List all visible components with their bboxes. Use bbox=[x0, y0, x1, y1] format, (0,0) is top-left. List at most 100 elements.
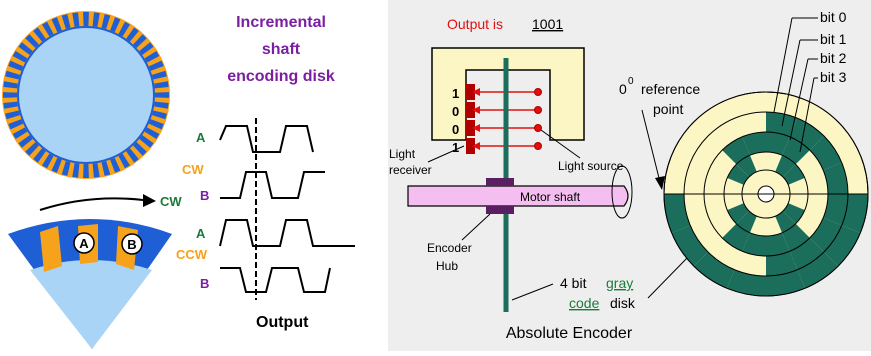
disk-slot bbox=[110, 17, 121, 33]
disk-slot bbox=[154, 92, 169, 98]
reference-arrowhead bbox=[655, 176, 665, 190]
light-source-label: Light source bbox=[558, 159, 624, 173]
title-line-3: encoding disk bbox=[227, 68, 335, 85]
gray-sector bbox=[766, 112, 798, 137]
disk-slot bbox=[126, 148, 139, 163]
disk-caption-prefix: 4 bit bbox=[560, 275, 587, 291]
reference-sup: 0 bbox=[628, 76, 634, 87]
disk-slot bbox=[139, 42, 154, 55]
receiver-cells bbox=[466, 84, 475, 154]
output-value: 1001 bbox=[532, 16, 563, 32]
encoder-hub-line-2: Hub bbox=[436, 259, 458, 273]
cw-arrow-head bbox=[143, 194, 156, 207]
waveforms bbox=[219, 118, 355, 300]
disk-slots bbox=[3, 12, 169, 178]
sensor-b bbox=[121, 233, 143, 255]
gray-sector bbox=[727, 203, 750, 224]
disk-slot bbox=[148, 60, 164, 71]
disk-slot bbox=[5, 110, 21, 120]
title-line-2: shaft bbox=[262, 41, 301, 58]
receiver-cell-4 bbox=[466, 138, 475, 154]
disk-slot bbox=[133, 142, 147, 156]
reference-point: 0 0 reference point bbox=[619, 76, 700, 190]
disk-slot bbox=[133, 34, 147, 48]
receiver-cell-1 bbox=[466, 84, 475, 100]
gray-sector bbox=[766, 269, 806, 296]
gray-sector bbox=[775, 155, 796, 178]
sensor-a-label: A bbox=[79, 236, 89, 251]
light-sources bbox=[534, 88, 542, 150]
disk-slot bbox=[51, 17, 62, 33]
gray-sector bbox=[823, 162, 848, 194]
sensor-a bbox=[73, 232, 95, 254]
disk-slot bbox=[33, 148, 46, 163]
wave-label-b-cw: B bbox=[200, 188, 209, 203]
receiver-bits: 1 0 0 1 bbox=[452, 86, 459, 155]
motor-shaft: Motor shaft bbox=[407, 165, 633, 219]
disk-slot bbox=[101, 160, 111, 176]
receiver-cell-3 bbox=[466, 120, 475, 136]
rotation-indicator bbox=[611, 165, 633, 219]
bit-label-3: bit 3 bbox=[820, 69, 847, 85]
disk-sector: A B bbox=[8, 219, 172, 349]
gray-sector bbox=[722, 136, 750, 165]
incremental-title: Incremental shaft encoding disk bbox=[227, 14, 335, 85]
disk-hub bbox=[17, 26, 155, 164]
gray-sector bbox=[742, 131, 766, 156]
disk-slot bbox=[92, 12, 100, 27]
gray-sector bbox=[726, 269, 766, 296]
gray-sector bbox=[736, 155, 757, 178]
light-source-4 bbox=[534, 142, 542, 150]
bit-readout-2: 0 bbox=[452, 104, 459, 119]
light-receiver-leader bbox=[427, 145, 465, 163]
light-source-3 bbox=[534, 124, 542, 132]
gray-sector bbox=[766, 131, 790, 156]
disk-slot bbox=[42, 153, 54, 169]
disk-slot bbox=[154, 101, 169, 109]
output-prefix: Output is bbox=[447, 16, 503, 32]
disk-slot bbox=[118, 21, 130, 37]
gray-sector bbox=[789, 237, 824, 270]
bit-label-1: bit 1 bbox=[820, 31, 847, 47]
gray-sector bbox=[775, 210, 796, 233]
gray-sector bbox=[782, 203, 805, 224]
reference-text-1: reference bbox=[641, 81, 700, 97]
disk-slot bbox=[126, 27, 139, 42]
sensor-b-label: B bbox=[127, 237, 136, 252]
wave-label-a-ccw: A bbox=[196, 226, 206, 241]
cw-arrow-label: CW bbox=[160, 194, 182, 209]
bit-label-2: bit 2 bbox=[820, 50, 847, 66]
gray-sector bbox=[809, 217, 842, 252]
disk-caption: 4 bit gray code disk bbox=[511, 254, 691, 311]
disk-slot bbox=[42, 21, 54, 37]
cw-arrow-line bbox=[39, 197, 144, 211]
gray-sector bbox=[782, 223, 810, 252]
disk-slot bbox=[144, 127, 160, 139]
output-readout: Output is 1001 bbox=[447, 16, 563, 32]
wave-label-ccw: CCW bbox=[176, 247, 208, 262]
light-receiver-line-2: receiver bbox=[389, 163, 432, 177]
disk-slot bbox=[8, 119, 24, 130]
disk-slot bbox=[118, 153, 130, 169]
light-source-1 bbox=[534, 88, 542, 96]
bit-leaders bbox=[773, 17, 818, 153]
disk-caption-suffix: disk bbox=[610, 295, 636, 311]
gray-sector bbox=[671, 225, 709, 267]
disk-slot bbox=[25, 142, 39, 156]
wave-labels: A CW B A CCW B bbox=[176, 130, 209, 291]
disk-caption-gray: gray bbox=[606, 275, 633, 291]
disk-slot bbox=[154, 81, 169, 89]
receiver-cell-2 bbox=[466, 102, 475, 118]
disk-slot bbox=[51, 157, 62, 173]
disk-slot bbox=[61, 160, 71, 176]
disk-slot bbox=[101, 14, 111, 30]
gray-sector bbox=[766, 251, 798, 277]
encoder-hub-leader bbox=[461, 213, 491, 241]
disk-slot bbox=[18, 42, 33, 55]
disk-slot bbox=[33, 27, 46, 42]
encoder-hub-line-1: Encoder bbox=[427, 241, 472, 255]
disk-slot bbox=[12, 127, 28, 139]
disk-slot bbox=[61, 14, 71, 30]
